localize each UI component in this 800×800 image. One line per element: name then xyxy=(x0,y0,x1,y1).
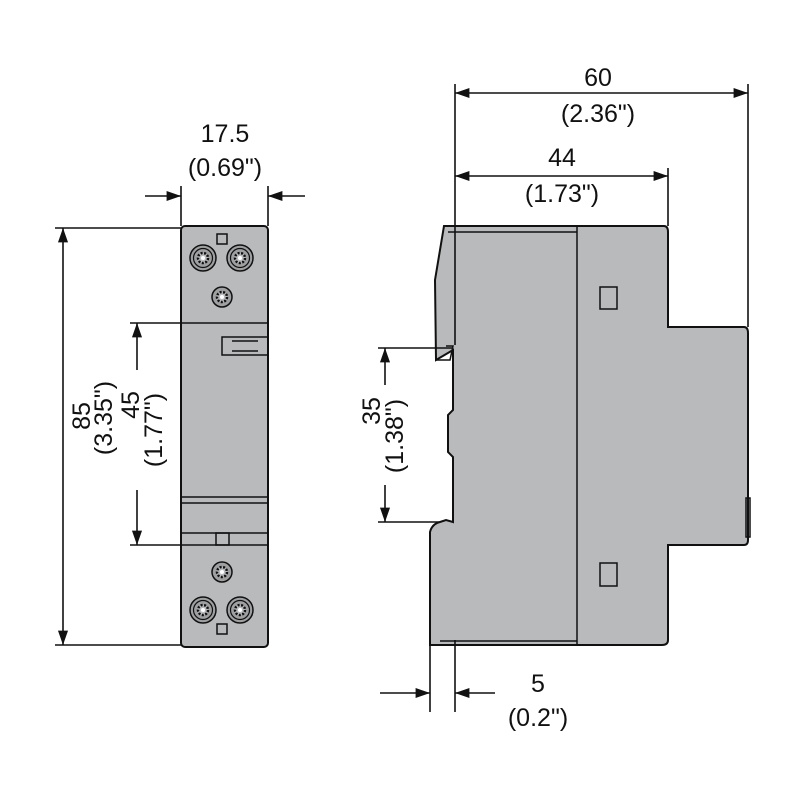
terminal-screw-icon xyxy=(188,243,218,273)
dimension-rail-35: 35 (1.38") xyxy=(358,347,452,523)
dimension-label-in: (0.2") xyxy=(508,704,568,732)
latch xyxy=(221,336,268,356)
dimension-width-17-5: 17.5 (0.69") xyxy=(145,120,305,226)
side-clip xyxy=(745,497,751,538)
dimension-offset-5: 5 (0.2") xyxy=(380,640,568,732)
top-indicator-square xyxy=(216,233,228,245)
dimension-label-mm: 60 xyxy=(584,64,612,92)
dimension-label-mm: 45 xyxy=(117,391,145,419)
top-window xyxy=(599,286,618,310)
dimension-label-in: (1.73") xyxy=(525,180,599,208)
dimension-label-in: (1.38") xyxy=(381,399,409,473)
side-housing xyxy=(429,225,749,646)
dimension-label-in: (0.69") xyxy=(188,154,262,182)
terminal-screw-icon xyxy=(225,595,255,625)
terminal-screw-icon xyxy=(188,595,218,625)
dimension-label-in: (2.36") xyxy=(561,100,635,128)
terminal-screw-icon xyxy=(210,285,234,309)
front-view xyxy=(180,225,269,648)
bottom-window xyxy=(599,562,618,587)
dimension-label-mm: 85 xyxy=(68,402,96,430)
bottom-indicator-square xyxy=(216,623,228,635)
terminal-screw-icon xyxy=(225,243,255,273)
release-tab xyxy=(215,532,230,546)
dimension-label-in: (3.35") xyxy=(90,381,118,455)
dimension-height-85: 85 (3.35") xyxy=(55,227,181,646)
dimension-label-in: (1.77") xyxy=(140,393,168,467)
dimension-label-mm: 5 xyxy=(531,670,545,698)
front-housing xyxy=(180,225,269,648)
dimension-depth-60: 60 (2.36") xyxy=(454,64,749,345)
terminal-screw-icon xyxy=(210,560,234,584)
dimension-label-mm: 44 xyxy=(548,144,576,172)
dimension-label-mm: 35 xyxy=(358,397,386,425)
side-view xyxy=(429,225,751,646)
dimension-label-mm: 17.5 xyxy=(201,120,250,148)
dimension-depth-44: 44 (1.73") xyxy=(455,144,669,226)
dimension-height-45: 45 (1.77") xyxy=(117,322,181,546)
